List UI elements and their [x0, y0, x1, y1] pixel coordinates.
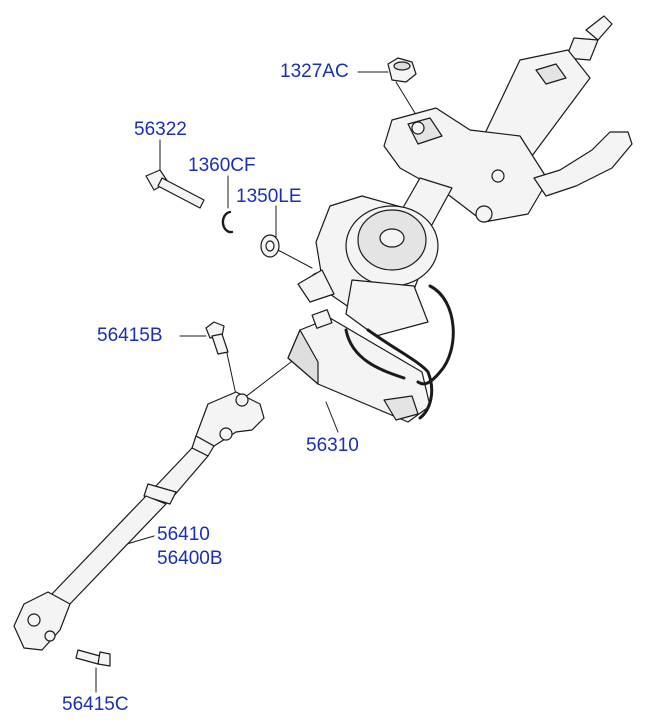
- part-label-1360CF[interactable]: 1360CF: [188, 155, 256, 176]
- universal-joint-icon: [13, 591, 71, 651]
- part-label-56310[interactable]: 56310: [306, 435, 359, 456]
- snap-ring-icon: [221, 210, 234, 234]
- steering-column-icon: [287, 15, 633, 423]
- part-label-56410[interactable]: 56410: [157, 524, 210, 545]
- bolt-icon: [75, 649, 111, 667]
- part-label-56415C[interactable]: 56415C: [62, 694, 129, 715]
- washer-icon: [260, 234, 280, 258]
- bolt-icon: [145, 169, 205, 209]
- part-label-56400B[interactable]: 56400B: [157, 548, 223, 569]
- nut-icon: [387, 57, 417, 83]
- part-label-56322[interactable]: 56322: [134, 119, 187, 140]
- part-label-1350LE[interactable]: 1350LE: [236, 186, 302, 207]
- part-label-56415B[interactable]: 56415B: [97, 325, 163, 346]
- part-label-1327AC[interactable]: 1327AC: [280, 61, 349, 82]
- universal-joint-icon: [191, 391, 265, 457]
- bolt-icon: [205, 321, 229, 355]
